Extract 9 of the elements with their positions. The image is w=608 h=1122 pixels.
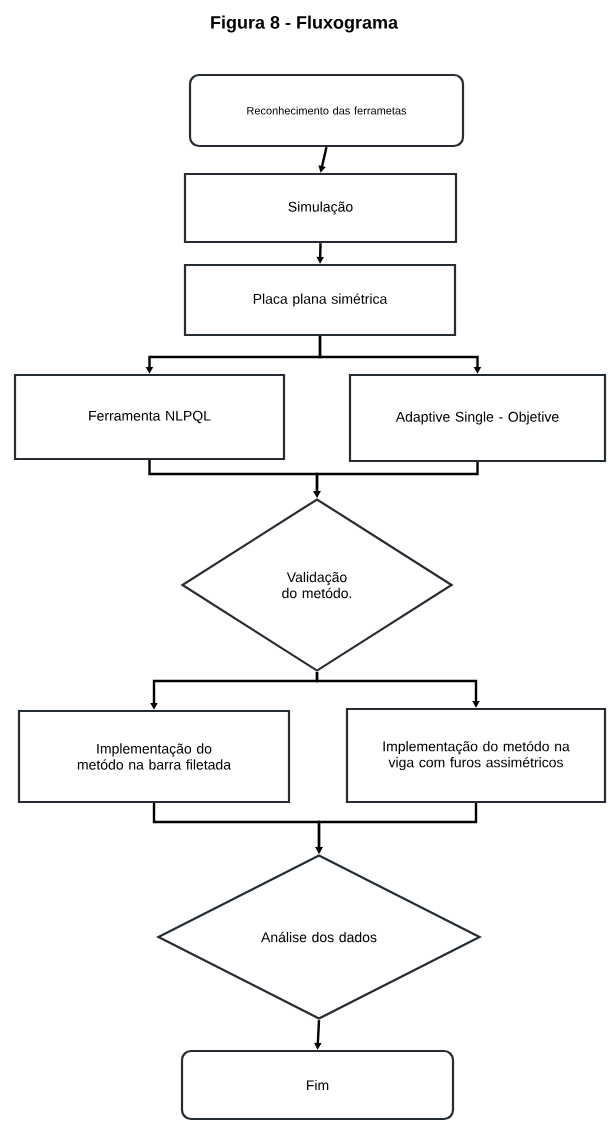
process-box: Ferramenta NLPQL bbox=[13, 373, 286, 461]
process-box: Implementação do metódo na barra filetada bbox=[17, 709, 291, 804]
process-box: Implementação do metódo na viga com furos assimétricos bbox=[345, 707, 607, 804]
figure-title: Figura 8 - Fluxograma bbox=[211, 15, 399, 33]
process-box: Adaptive Single - Objetive bbox=[348, 373, 607, 463]
terminal-box: Reconhecimento das ferrametas bbox=[188, 73, 465, 148]
process-box: Placa plana simétrica bbox=[183, 263, 457, 337]
process-box: Simulação bbox=[183, 172, 458, 244]
terminal-box: Fim bbox=[180, 1049, 455, 1121]
